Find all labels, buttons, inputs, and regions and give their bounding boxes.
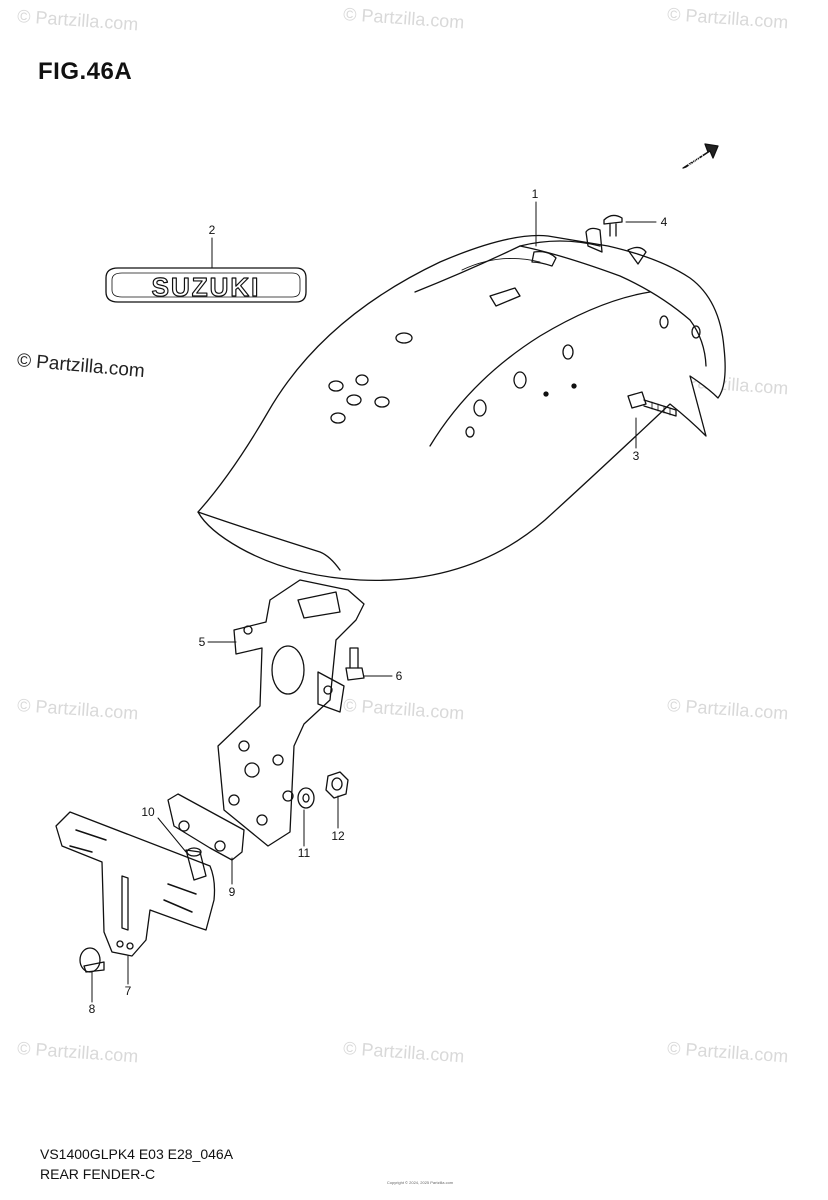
- copyright-note: Copyright © 2024, 2025 Partzilla.com: [386, 1180, 454, 1185]
- rear-fender: [197, 227, 726, 582]
- section-name: REAR FENDER-C: [40, 1166, 156, 1182]
- license-bracket: [55, 811, 216, 957]
- spacer-10: [185, 847, 207, 881]
- bolt-8: [79, 947, 105, 973]
- callout-8: 8: [89, 1002, 96, 1016]
- fender-bracket: [217, 579, 365, 847]
- figure-title: FIG.46A: [38, 58, 133, 85]
- callout-11: 11: [298, 846, 311, 860]
- leader-lines: [91, 201, 657, 1003]
- callout-12: 12: [331, 829, 345, 843]
- callout-3: 3: [633, 449, 640, 463]
- suzuki-emblem: SUZUKI: [105, 267, 307, 303]
- screw-4: [603, 214, 623, 237]
- bolt-3: [627, 391, 677, 417]
- plate-9: [167, 793, 245, 861]
- callout-6: 6: [396, 669, 403, 683]
- callout-7: 7: [125, 984, 132, 998]
- emblem-text: SUZUKI: [152, 272, 261, 302]
- callout-10: 10: [141, 805, 155, 819]
- callout-4: 4: [661, 215, 668, 229]
- callout-1: 1: [532, 187, 539, 201]
- model-code: VS1400GLPK4 E03 E28_046A: [40, 1146, 234, 1162]
- callout-2: 2: [209, 223, 216, 237]
- callout-5: 5: [199, 635, 206, 649]
- nut-12: [325, 771, 349, 799]
- washer-11: [297, 787, 315, 809]
- callout-9: 9: [229, 885, 236, 899]
- fwd-arrow-icon: FWD: [682, 143, 719, 169]
- bolt-6: [345, 647, 365, 681]
